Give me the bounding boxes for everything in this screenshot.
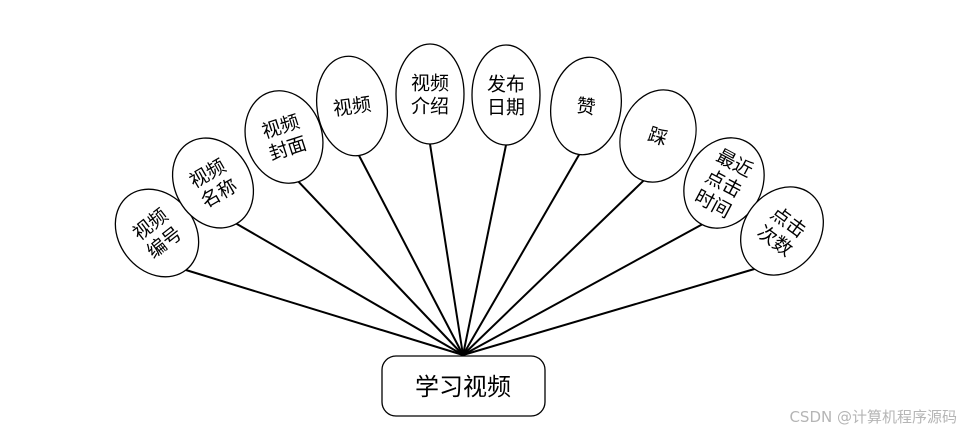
entity-label: 学习视频 <box>415 373 511 401</box>
connector-line <box>462 144 507 356</box>
entity-node: 学习视频 <box>381 355 546 417</box>
connector-line <box>185 269 464 356</box>
attribute-nodes: 视频编号视频名称视频封面视频视频介绍发布日期赞踩最近点击时间点击次数 <box>114 43 824 278</box>
connector-line <box>358 155 464 356</box>
connector-line <box>297 181 464 356</box>
attribute-node: 赞 <box>550 56 622 156</box>
attribute-label: 介绍 <box>411 96 449 118</box>
attribute-ellipse <box>471 44 541 146</box>
attribute-node: 视频 <box>315 55 389 157</box>
attribute-ellipse <box>740 186 824 276</box>
attribute-label: 视频 <box>411 73 449 95</box>
attribute-node: 踩 <box>619 89 697 183</box>
attribute-label: 日期 <box>487 97 525 119</box>
entity-box <box>381 355 546 417</box>
attribute-ellipse <box>315 55 389 157</box>
attribute-label: 视频 <box>332 93 373 120</box>
connector-lines <box>185 143 755 356</box>
connector-line <box>235 222 464 356</box>
attribute-ellipse <box>619 89 697 183</box>
attribute-label: 赞 <box>575 95 597 119</box>
connector-line <box>462 153 581 356</box>
connector-line <box>462 223 703 356</box>
watermark: CSDN @计算机程序源码 <box>789 408 957 426</box>
attribute-ellipse <box>171 137 255 229</box>
attribute-label: 发布 <box>487 74 525 96</box>
connector-line <box>429 143 464 356</box>
attribute-ellipse <box>395 43 465 145</box>
connector-line <box>462 179 645 356</box>
connector-line <box>462 268 755 356</box>
attribute-ellipse <box>550 56 622 156</box>
